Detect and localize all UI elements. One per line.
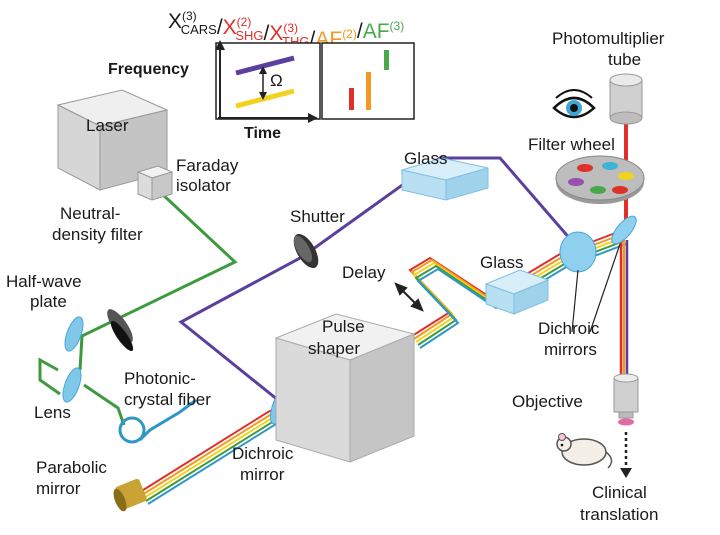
neutral-density-filter (107, 309, 134, 352)
objective (613, 373, 639, 426)
shg-bar (366, 72, 371, 110)
parabolic-label-2: mirror (36, 479, 81, 498)
stokes-chirp-line (235, 88, 295, 109)
lens (62, 367, 82, 403)
frequency-time-inset: Ω Frequency Time (108, 40, 415, 142)
purple-beam (178, 156, 580, 402)
half-wave-plate (64, 316, 84, 352)
inset-x-label: Time (244, 125, 281, 142)
title-sep-1: / (264, 22, 270, 45)
thg-bar (349, 88, 354, 110)
photomultiplier-tube (609, 73, 643, 125)
title-sep-2: / (310, 28, 316, 51)
dichroics-label-2: mirrors (544, 340, 597, 359)
nd-filter-label-2: density filter (52, 225, 143, 244)
faraday-isolator (136, 165, 174, 201)
inset-y-arrow (215, 40, 225, 50)
omega-arrow-head-down (259, 92, 267, 100)
laser-label: Laser (86, 116, 129, 135)
pcf-label-2: crystal fiber (124, 390, 211, 409)
glass-top (400, 157, 489, 201)
pulse-shaper: Pulse shaper (274, 313, 416, 463)
pulse-shaper-label-1: Pulse (322, 317, 365, 336)
title-sub-0: CARS (181, 22, 217, 37)
pcf-label-1: Photonic- (124, 369, 196, 388)
glass-middle (484, 269, 550, 315)
pmt-label-1: Photomultiplier (552, 29, 665, 48)
pmt-label-2: tube (608, 50, 641, 69)
title-sup-2: (3) (283, 21, 298, 35)
title-sep-3: / (357, 20, 363, 43)
title-segment-1: X (223, 16, 237, 39)
dichroic-label-2: mirror (240, 465, 285, 484)
pump-chirp-line (235, 55, 295, 76)
faraday-label-2: isolator (176, 176, 231, 195)
dichroic-mirror-right-1 (559, 231, 597, 273)
parabolic-mirror (113, 478, 147, 512)
shutter-label: Shutter (290, 207, 345, 226)
title-sup-4: (3) (390, 19, 405, 33)
mouse-icon (556, 433, 613, 469)
clinical-label-1: Clinical (592, 483, 647, 502)
glass-middle-label: Glass (480, 253, 523, 272)
dichroic-mirror-right-2 (611, 215, 637, 245)
half-wave-label-2: plate (30, 292, 67, 311)
cars-bar (384, 50, 389, 70)
filter-wheel-label: Filter wheel (528, 135, 615, 154)
title-sep-0: / (217, 16, 223, 39)
title-segment-0: X (168, 10, 182, 33)
objective-label: Objective (512, 392, 583, 411)
clinical-arrow (620, 432, 632, 478)
nd-filter-label-1: Neutral- (60, 204, 120, 223)
parabolic-label-1: Parabolic (36, 458, 107, 477)
pulse-shaper-label-2: shaper (308, 339, 360, 358)
dichroics-label-1: Dichroic (538, 319, 600, 338)
faraday-label-1: Faraday (176, 156, 239, 175)
eye-icon (552, 89, 596, 119)
clinical-label-2: translation (580, 505, 658, 524)
shutter (293, 233, 319, 269)
inset-panel-left (215, 42, 321, 120)
title-sup-0: (3) (182, 9, 197, 23)
dichroic-pointer-lines (571, 243, 621, 333)
omega-arrow-head-up (259, 66, 267, 74)
half-wave-label-1: Half-wave (6, 272, 82, 291)
green-pump-beam (38, 190, 238, 426)
title-sub-1: SHG (235, 28, 263, 43)
filter-wheel (555, 155, 645, 204)
photonic-crystal-fiber-loop (118, 398, 197, 444)
title-sup-1: (2) (237, 15, 252, 29)
title-segment-2: X (269, 22, 283, 45)
delay-label: Delay (342, 263, 386, 282)
inset-x-arrow (308, 113, 318, 123)
delay-arrow (394, 282, 424, 312)
glass-top-label: Glass (404, 149, 447, 168)
lens-label: Lens (34, 403, 71, 422)
omega-label: Ω (270, 71, 283, 90)
dichroic-label-1: Dichroic (232, 444, 294, 463)
title-segment-4: AF (363, 20, 390, 43)
inset-y-label: Frequency (108, 61, 189, 78)
title-sup-3: (2) (342, 27, 357, 41)
